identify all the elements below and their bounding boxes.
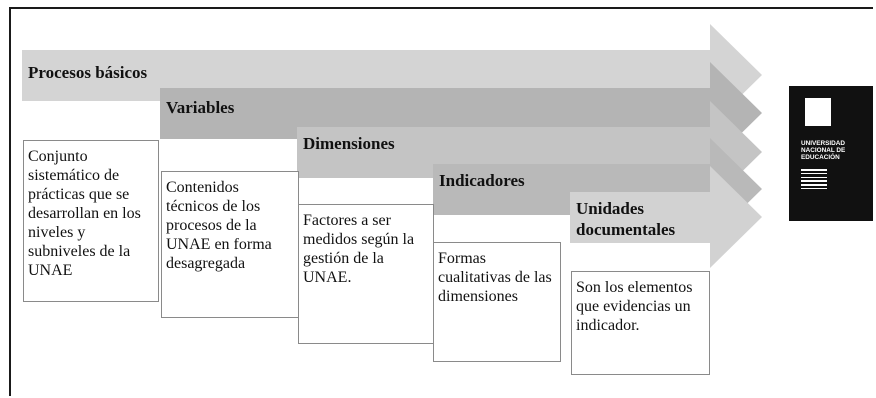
desc-indicadores: Formas cualitativas de las dimensiones	[433, 242, 561, 362]
desc-unidades-documentales: Son los elementos que evidencias un indi…	[571, 271, 710, 375]
university-logo: UNIVERSIDAD NACIONAL DE EDUCACIÓN	[789, 86, 873, 221]
label-procesos-basicos: Procesos básicos	[28, 63, 148, 82]
label-indicadores: Indicadores	[439, 171, 525, 190]
label-dimensiones: Dimensiones	[303, 134, 395, 153]
logo-text: UNIVERSIDAD NACIONAL DE EDUCACIÓN	[801, 140, 846, 161]
arrow-unidades-documentales	[570, 166, 762, 268]
desc-variables: Contenidos técnicos de los procesos de l…	[161, 171, 299, 318]
label-variables: Variables	[166, 98, 235, 117]
desc-procesos-basicos: Conjunto sistemático de prácticas que se…	[23, 140, 159, 302]
diagram-frame	[9, 7, 873, 396]
logo-square-icon	[805, 98, 831, 126]
label-unidades-documentales: Unidades documentales	[576, 199, 676, 239]
desc-dimensiones: Factores a ser medidos según la gestión …	[298, 204, 434, 344]
logo-lines-icon	[801, 169, 827, 192]
